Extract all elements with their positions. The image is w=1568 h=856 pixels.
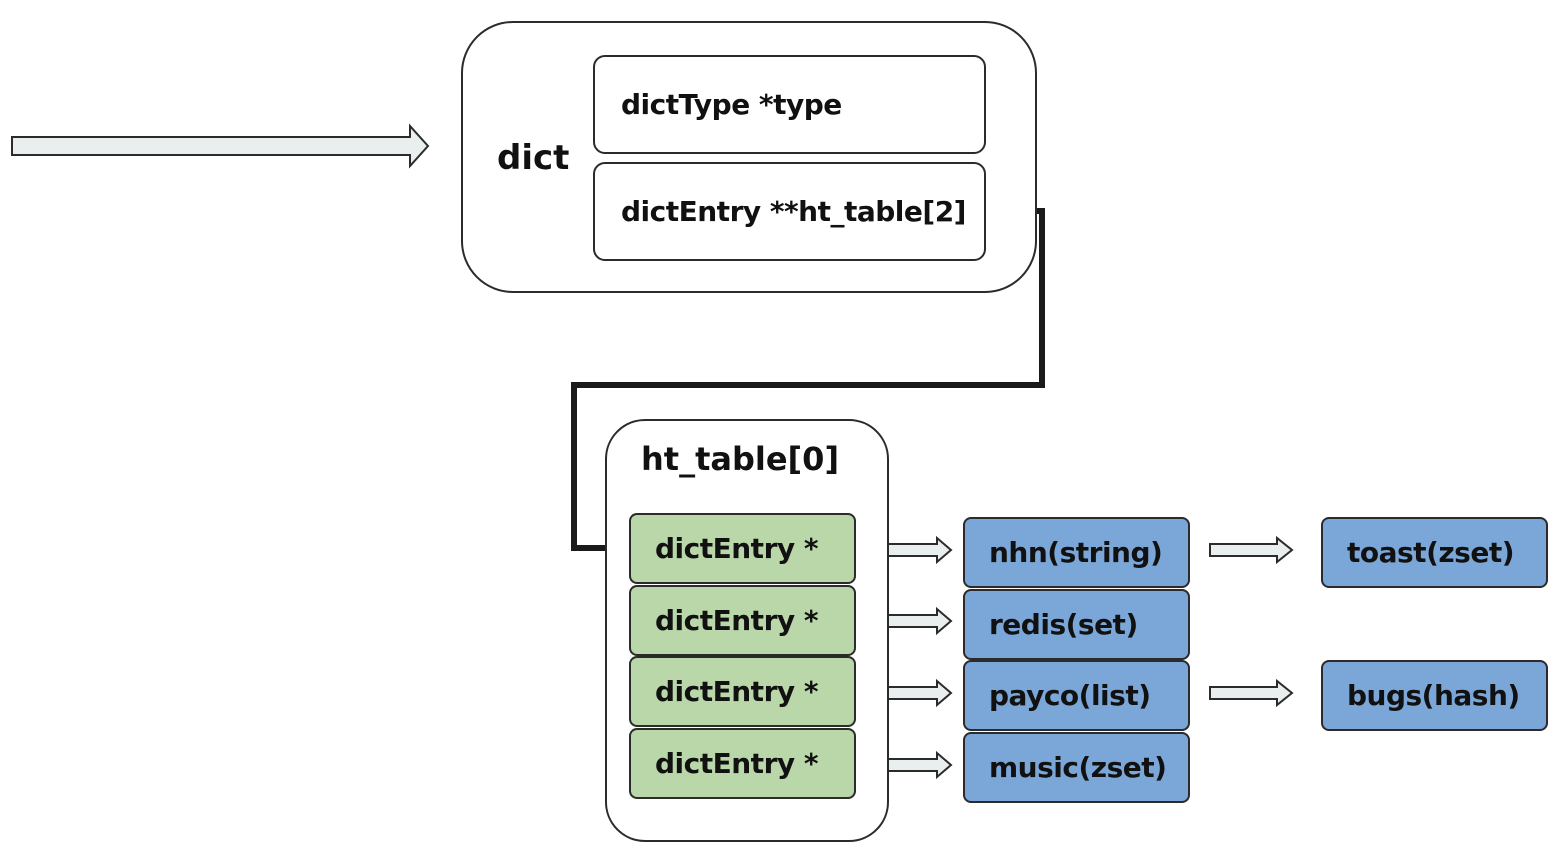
dict-entry-slot-0: dictEntry * [629, 513, 856, 584]
chain-arrow-2 [1209, 678, 1294, 708]
chain-arrow-1 [1209, 535, 1294, 565]
dict-label: dict [497, 138, 570, 178]
bucket-value-nhn: nhn(string) [963, 517, 1190, 588]
bucket-value-payco: payco(list) [963, 660, 1190, 731]
bucket-value-music: music(zset) [963, 732, 1190, 803]
ht-table-label: ht_table[0] [641, 440, 840, 478]
chained-value-bugs: bugs(hash) [1321, 660, 1548, 731]
dict-entry-slot-1: dictEntry * [629, 585, 856, 656]
dict-type-field: dictType *type [593, 55, 986, 154]
bucket-value-redis: redis(set) [963, 589, 1190, 660]
dict-entry-slot-3: dictEntry * [629, 728, 856, 799]
dict-ht-table-field: dictEntry **ht_table[2] [593, 162, 986, 261]
chained-value-toast: toast(zset) [1321, 517, 1548, 588]
dict-entry-slot-2: dictEntry * [629, 656, 856, 727]
incoming-arrow [11, 123, 430, 169]
